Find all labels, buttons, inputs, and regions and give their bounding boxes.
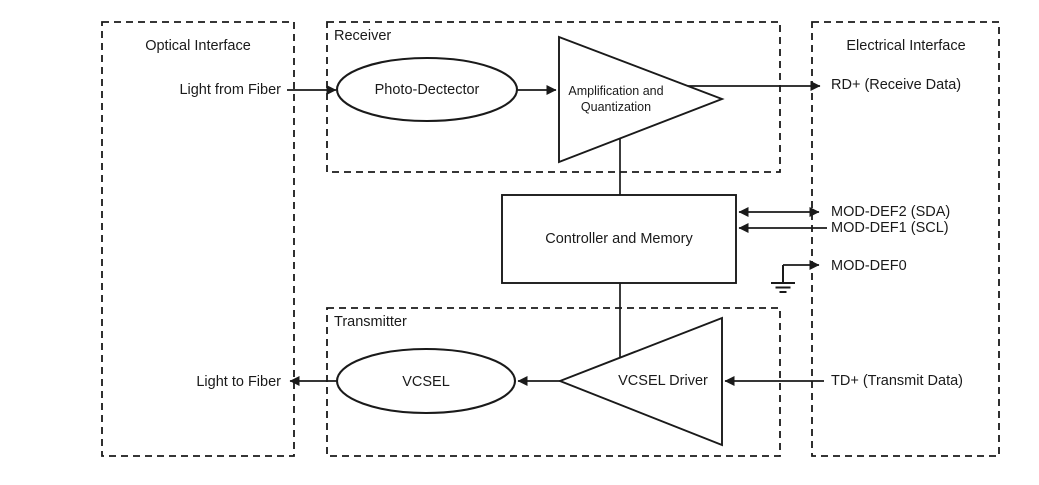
controller-label: Controller and Memory bbox=[545, 231, 693, 247]
photo-detector-label: Photo-Dectector bbox=[375, 82, 480, 98]
td-plus-label: TD+ (Transmit Data) bbox=[831, 373, 963, 389]
photo-detector-ellipse bbox=[335, 56, 519, 123]
vcsel-label: VCSEL bbox=[402, 374, 450, 390]
transmitter-region bbox=[326, 307, 781, 457]
amplification-label-line2: Quantization bbox=[581, 100, 651, 114]
light-to-fiber-label: Light to Fiber bbox=[196, 374, 281, 390]
receiver-region bbox=[326, 21, 781, 173]
electrical-interface-region bbox=[811, 21, 1000, 457]
amplification-label-line1: Amplification and bbox=[568, 84, 663, 98]
light-from-fiber-label: Light from Fiber bbox=[179, 82, 281, 98]
optical-interface-label: Optical Interface bbox=[145, 38, 251, 54]
transmitter-label: Transmitter bbox=[334, 314, 407, 330]
mod-def2-label: MOD-DEF2 (SDA) bbox=[831, 204, 950, 220]
vcsel-driver-label: VCSEL Driver bbox=[618, 373, 708, 389]
optical-interface-region bbox=[101, 21, 295, 457]
controller-box bbox=[501, 194, 737, 284]
amplification-triangle bbox=[558, 35, 725, 164]
ground-symbol bbox=[771, 265, 795, 293]
rd-plus-label: RD+ (Receive Data) bbox=[831, 77, 961, 93]
vcsel-ellipse bbox=[335, 347, 517, 415]
receiver-label: Receiver bbox=[334, 28, 391, 44]
vcsel-driver-triangle bbox=[557, 316, 723, 447]
electrical-interface-label: Electrical Interface bbox=[846, 38, 965, 54]
mod-def1-label: MOD-DEF1 (SCL) bbox=[831, 220, 949, 236]
mod-def0-label: MOD-DEF0 bbox=[831, 258, 907, 274]
